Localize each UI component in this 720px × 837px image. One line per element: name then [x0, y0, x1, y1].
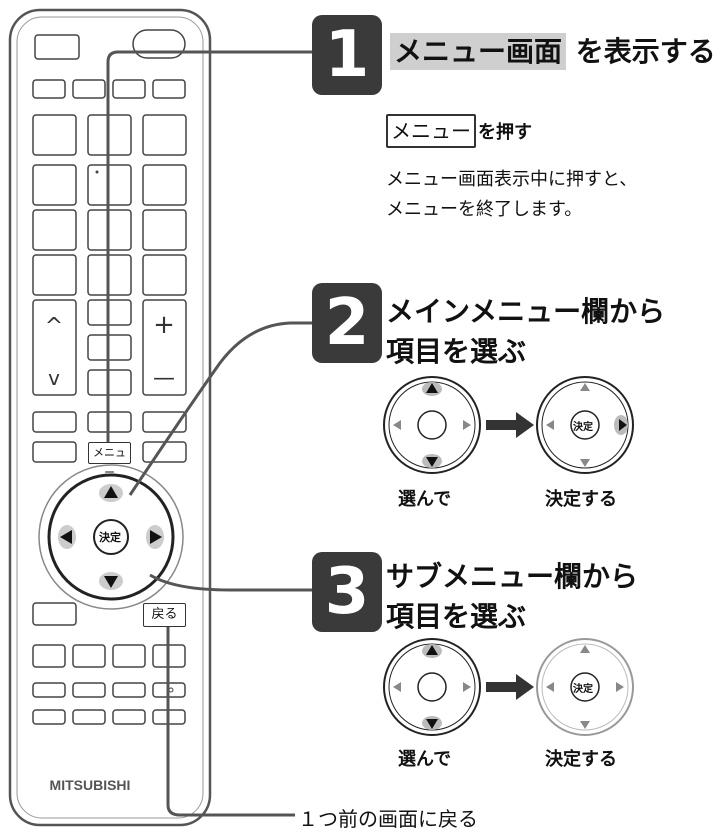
step3-caption-decide: 決定する — [545, 749, 617, 770]
svg-text:—: — — [153, 366, 175, 391]
remote-brand: MITSUBISHI — [50, 777, 131, 793]
step1-title-rest: を表示する — [575, 35, 716, 68]
step3-dpad-decide: 決定 — [573, 684, 593, 695]
remote-decide-button — [93, 519, 129, 555]
svg-text:+: + — [153, 310, 175, 340]
step1-menu-key: メニュー — [386, 114, 476, 148]
step1-title: メニュー画面 を表示する — [390, 30, 716, 70]
back-caption: １つ前の画面に戻る — [298, 807, 478, 831]
step2-caption-select: 選んで — [398, 489, 452, 510]
step3-title-line2: 項目を選ぶ — [386, 600, 527, 633]
remote-decide-label: 決定 — [99, 531, 121, 544]
step3-caption-select: 選んで — [398, 749, 452, 770]
remote-input-button — [34, 34, 80, 60]
remote-vol-rocker — [142, 299, 187, 396]
remote-power-button — [132, 29, 186, 59]
svg-text:v: v — [48, 366, 60, 390]
step2-dpad-decide: 決定 — [573, 422, 593, 433]
step1-title-highlight: メニュー画面 — [390, 33, 567, 70]
step3-title-line1: サブメニュー欄から — [386, 560, 639, 593]
step1-press-text: を押す — [478, 122, 532, 143]
svg-text:^: ^ — [45, 314, 63, 339]
step2-title-line2: 項目を選ぶ — [386, 335, 527, 368]
step3-number: 3 — [312, 552, 382, 632]
remote-back-key[interactable]: 戻る — [143, 603, 186, 627]
step1-note-line1: メニュー画面表示中に押すと、 — [386, 169, 638, 190]
step1-number: 1 — [312, 15, 382, 95]
remote-ch-rocker — [32, 299, 77, 396]
step1-note-line2: メニューを終了します。 — [386, 199, 583, 220]
step2-number: 2 — [312, 283, 382, 363]
remote-menu-key[interactable]: メニュー — [88, 442, 131, 479]
step2-title-line1: メインメニュー欄から — [386, 295, 666, 328]
step2-caption-decide: 決定する — [545, 489, 617, 510]
